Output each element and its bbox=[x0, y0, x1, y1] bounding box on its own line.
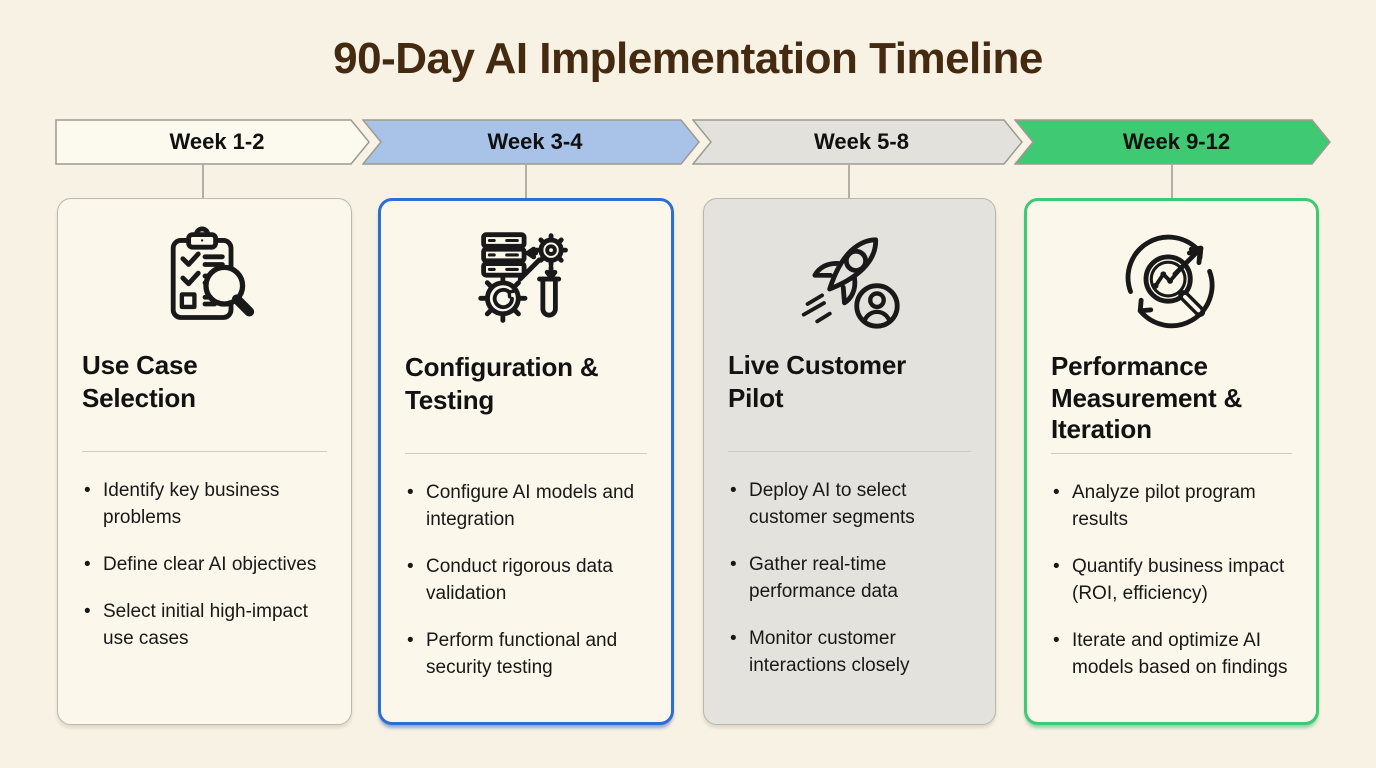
week-label-2: Week 3-4 bbox=[487, 129, 583, 154]
chevron-banner-shape bbox=[692, 119, 1023, 165]
week-label-4: Week 9-12 bbox=[1122, 129, 1231, 154]
bullet-item: Define clear AI objectives bbox=[82, 552, 327, 579]
phase-card-configuration-testing: Configuration & Testing Configure AI mod… bbox=[378, 198, 674, 725]
bullet-list-3: Deploy AI to select customer segments Ga… bbox=[728, 478, 971, 680]
bullet-item: Deploy AI to select customer segments bbox=[728, 478, 971, 532]
bullet-text: Identify key business problems bbox=[103, 480, 280, 528]
clipboard-checklist-magnifier-icon bbox=[170, 226, 254, 320]
server-gears-testtube-icon bbox=[405, 221, 647, 339]
divider bbox=[82, 451, 327, 452]
bullet-item: Perform functional and security testing bbox=[405, 628, 647, 682]
timeline-arrow-phase-1: Week 1-2 bbox=[55, 119, 371, 165]
divider bbox=[728, 451, 971, 452]
bullet-item: Gather real-time performance data bbox=[728, 552, 971, 606]
cycle-chart-magnifier-icon bbox=[1051, 221, 1292, 339]
chevron-banner-shape bbox=[1014, 119, 1331, 165]
bullet-text: Iterate and optimize AI models based on … bbox=[1072, 629, 1288, 678]
bullet-text: Configure AI models and integration bbox=[426, 482, 635, 530]
bullet-item: Quantify business impact (ROI, efficienc… bbox=[1051, 554, 1292, 608]
week-label-1: Week 1-2 bbox=[169, 129, 265, 154]
bullet-item: Select initial high-impact use cases bbox=[82, 599, 327, 653]
server-gears-testtube-icon bbox=[478, 232, 568, 323]
phase-title-2: Configuration & Testing bbox=[405, 352, 599, 415]
bullet-text: Analyze pilot program results bbox=[1072, 482, 1256, 530]
connector-line-2 bbox=[525, 164, 527, 200]
page-title: 90-Day AI Implementation Timeline bbox=[333, 34, 1043, 83]
chevron-banner-shape bbox=[362, 119, 700, 165]
bullet-item: Conduct rigorous data validation bbox=[405, 554, 647, 608]
timeline-arrow-phase-2: Week 3-4 bbox=[362, 119, 700, 165]
bullet-text: Deploy AI to select customer segments bbox=[749, 480, 915, 528]
chevron-banner-shape bbox=[55, 119, 370, 165]
bullet-list-2: Configure AI models and integration Cond… bbox=[405, 480, 647, 682]
bullet-text: Gather real-time performance data bbox=[749, 553, 898, 602]
bullet-text: Monitor customer interactions closely bbox=[749, 627, 910, 676]
rocket-customer-icon bbox=[801, 237, 900, 329]
phase-title-4: Performance Measurement & Iteration bbox=[1051, 351, 1243, 445]
bullet-text: Select initial high-impact use cases bbox=[103, 600, 308, 649]
bullet-text: Quantify business impact (ROI, efficienc… bbox=[1072, 555, 1285, 604]
phase-card-live-customer-pilot: Live Customer Pilot Deploy AI to select … bbox=[703, 198, 996, 725]
cycle-chart-magnifier-icon bbox=[1125, 234, 1214, 329]
phase-title-3: Live Customer Pilot bbox=[728, 350, 907, 413]
bullet-list-4: Analyze pilot program results Quantify b… bbox=[1051, 480, 1292, 682]
rocket-customer-icon bbox=[728, 219, 971, 337]
phase-card-use-case-selection: Use Case Selection Identify key business… bbox=[57, 198, 352, 725]
week-label-3: Week 5-8 bbox=[814, 129, 909, 154]
bullet-item: Identify key business problems bbox=[82, 478, 327, 532]
connector-line-4 bbox=[1171, 164, 1173, 200]
connector-line-1 bbox=[202, 164, 204, 200]
clipboard-checklist-magnifier-icon bbox=[82, 219, 327, 337]
bullet-item: Monitor customer interactions closely bbox=[728, 626, 971, 680]
bullet-text: Define clear AI objectives bbox=[103, 553, 317, 575]
bullet-item: Configure AI models and integration bbox=[405, 480, 647, 534]
divider bbox=[405, 453, 647, 454]
bullet-text: Perform functional and security testing bbox=[426, 629, 618, 678]
timeline-arrow-phase-4: Week 9-12 bbox=[1014, 119, 1331, 165]
bullet-list-1: Identify key business problems Define cl… bbox=[82, 478, 327, 653]
connector-line-3 bbox=[848, 164, 850, 200]
timeline-arrow-phase-3: Week 5-8 bbox=[692, 119, 1023, 165]
phase-title-1: Use Case Selection bbox=[82, 350, 198, 413]
bullet-item: Analyze pilot program results bbox=[1051, 480, 1292, 534]
phase-card-performance-measurement: Performance Measurement & Iteration Anal… bbox=[1024, 198, 1319, 725]
bullet-text: Conduct rigorous data validation bbox=[426, 555, 613, 604]
bullet-item: Iterate and optimize AI models based on … bbox=[1051, 628, 1292, 682]
divider bbox=[1051, 453, 1292, 454]
